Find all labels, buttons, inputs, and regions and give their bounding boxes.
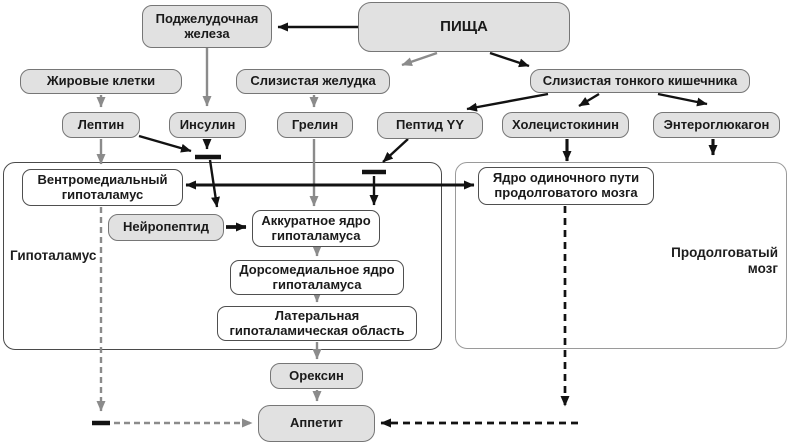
node-orexin: Орексин: [270, 363, 363, 389]
node-peptide-yy: Пептид YY: [377, 112, 483, 139]
node-arcuate-nucleus: Аккуратное ядро гипоталамуса: [252, 210, 380, 247]
node-food: ПИЩА: [358, 2, 570, 52]
arrow-intestine-to-cholecystokinin: [578, 92, 600, 108]
medulla-region-label: Продолговатый мозг: [671, 245, 778, 276]
arrow-food-to-intestine: [489, 51, 530, 68]
arrow-peptideyy-to-inhibition-bar: [382, 138, 409, 163]
node-leptin: Лептин: [62, 112, 140, 138]
node-solitary-tract-nucleus: Ядро одиночного пути продолговатого мозг…: [478, 167, 654, 205]
arrow-food-to-stomach: [401, 51, 438, 67]
node-cholecystokinin: Холецистокинин: [502, 112, 629, 138]
hypothalamus-region-label: Гипоталамус: [10, 248, 97, 263]
node-neuropeptide: Нейропептид: [108, 214, 224, 241]
node-lateral-hypothalamic-area: Латеральная гипоталамическая область: [217, 306, 417, 341]
node-fat-cells: Жировые клетки: [20, 69, 182, 94]
node-stomach-mucosa: Слизистая желудка: [236, 69, 390, 94]
node-dorsomedial-nucleus: Дорсомедиальное ядро гипоталамуса: [230, 260, 404, 295]
node-ventromedial-hypothalamus: Вентромедиальный гипоталамус: [22, 169, 183, 206]
arrow-intestine-to-enteroglucagon: [657, 92, 708, 107]
node-insulin: Инсулин: [169, 112, 246, 138]
node-enteroglucagon: Энтероглюкагон: [653, 112, 780, 138]
arrow-leptin-to-inhibition-bar: [138, 134, 192, 153]
node-pancreas: Поджелудочная железа: [142, 5, 272, 48]
node-intestine-mucosa: Слизистая тонкого кишечника: [530, 69, 750, 93]
node-ghrelin: Грелин: [277, 112, 353, 138]
arrow-intestine-to-peptideyy: [466, 92, 549, 112]
node-appetite: Аппетит: [258, 405, 375, 442]
